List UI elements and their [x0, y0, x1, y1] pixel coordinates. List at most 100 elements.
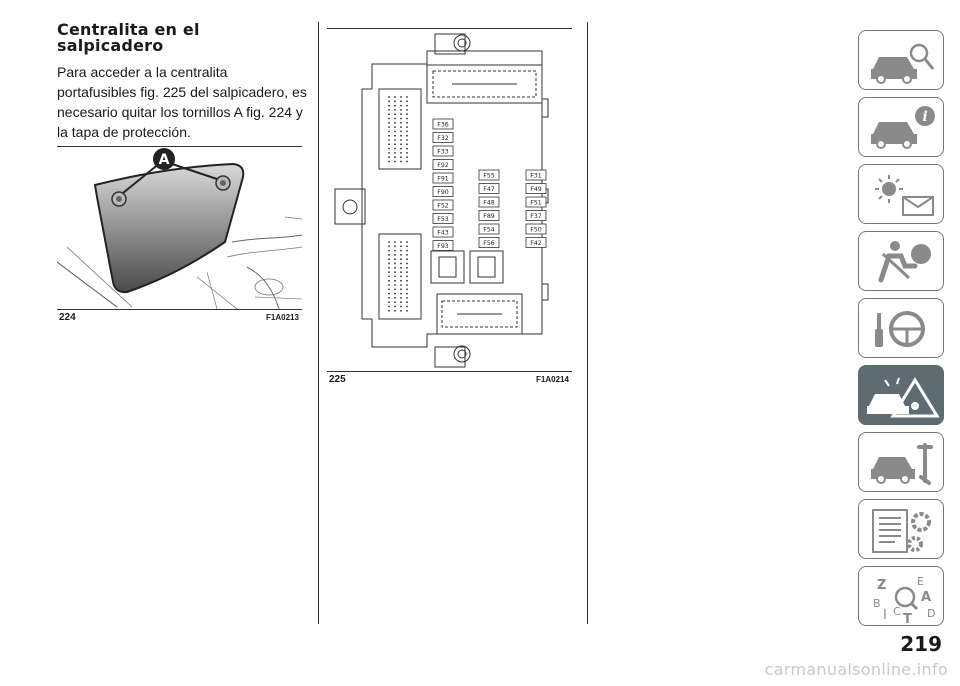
connector-pin — [394, 126, 396, 128]
fuse: F51 — [525, 196, 547, 208]
connector-pin — [406, 139, 408, 141]
fuse: F52 — [432, 199, 454, 211]
connector-pin — [388, 147, 390, 150]
fuse: F47 — [478, 183, 500, 194]
fuse-slot — [478, 196, 500, 208]
connector-pin — [406, 254, 408, 256]
column-divider-left — [318, 22, 319, 624]
connector-pin — [406, 130, 408, 133]
steering-start-icon — [875, 311, 925, 347]
connector-pin — [388, 258, 390, 261]
connector-pin — [400, 254, 402, 256]
section-body-text: Para acceder a la centralita portafusibl… — [57, 64, 307, 140]
connector-pin — [400, 130, 402, 133]
connector-pin — [400, 262, 402, 265]
svg-text:D: D — [927, 607, 935, 620]
connector-pin — [400, 134, 402, 137]
connector-pin — [388, 126, 390, 128]
figure-224-number: 224 — [59, 312, 76, 323]
connector-pin — [394, 113, 396, 116]
chapter-tab-lights-signals[interactable] — [858, 164, 944, 224]
connector-pin — [388, 152, 390, 154]
fuse-label: F54 — [483, 227, 494, 234]
connector-pin — [388, 309, 390, 312]
connector-pin — [394, 100, 396, 103]
connector-pin — [406, 275, 408, 278]
connector-pin — [400, 297, 402, 299]
svg-text:E: E — [917, 575, 924, 588]
connector-pin — [400, 292, 402, 295]
fuse-slot — [525, 183, 547, 194]
connector-pin — [394, 309, 396, 312]
connector-pin — [394, 258, 396, 261]
svg-text:i: i — [922, 109, 927, 125]
connector-pin — [394, 160, 396, 163]
chapter-tab-car-maintenance[interactable] — [858, 432, 944, 492]
connector-pin — [406, 258, 408, 261]
connector-pin — [406, 262, 408, 265]
chapter-tab-car-info[interactable]: i — [858, 97, 944, 157]
lights-signals-icon — [875, 175, 934, 216]
connector-pin — [388, 139, 390, 141]
connector-pin — [388, 266, 390, 269]
connector-pin — [394, 156, 396, 159]
car-maintenance-icon — [871, 443, 933, 485]
connector-pin — [388, 160, 390, 163]
connector-pin — [406, 121, 408, 124]
airbag-safety-icon — [878, 241, 931, 283]
figure-224-bottom-rule — [57, 309, 302, 310]
connector-pin — [388, 96, 390, 98]
connector-pin — [400, 284, 402, 286]
chapter-tab-steering-start[interactable] — [858, 298, 944, 358]
connector-pin — [400, 288, 402, 291]
chapter-tab-emergency-warning[interactable] — [858, 365, 944, 425]
connector-pin — [406, 288, 408, 291]
figure-224-illustration: A — [56, 147, 303, 310]
connector-pin — [406, 147, 408, 150]
connector-pin — [388, 288, 390, 291]
connector-pin — [394, 305, 396, 308]
svg-text:C: C — [893, 605, 901, 618]
chapter-tab-car-dashboard[interactable] — [858, 30, 944, 90]
svg-text:Z: Z — [877, 578, 886, 593]
connector-pin — [406, 152, 408, 154]
connector-pin — [388, 134, 390, 137]
connector-pin — [394, 152, 396, 154]
fuse: F56 — [478, 237, 500, 248]
fuse-label: F52 — [437, 203, 448, 210]
connector-pin — [400, 160, 402, 163]
connector-pin — [388, 113, 390, 116]
fuse-label: F55 — [483, 173, 494, 180]
fuse-slot — [478, 169, 500, 181]
connector-pin — [388, 292, 390, 295]
connector-pin — [400, 96, 402, 98]
connector-pin — [388, 156, 390, 159]
figure-225-code: F1A0214 — [536, 375, 569, 384]
chapter-tab-technical-data[interactable] — [858, 499, 944, 559]
fuse-label: F42 — [530, 240, 541, 247]
fuse: F50 — [525, 223, 547, 235]
connector-pin — [406, 104, 408, 107]
chapter-tab-airbag-safety[interactable] — [858, 231, 944, 291]
svg-text:T: T — [903, 612, 912, 627]
connector-pin — [388, 279, 390, 282]
connector-pin — [388, 121, 390, 124]
fuse-label: F32 — [437, 135, 448, 142]
connector-pin — [388, 284, 390, 286]
connector-pin — [388, 249, 390, 252]
fuse-slot — [478, 223, 500, 235]
fuse-slot — [525, 210, 547, 221]
fuse-slot — [478, 237, 500, 248]
figure-224-top-rule — [57, 146, 302, 147]
connector-pin — [394, 121, 396, 124]
fuse-label: F90 — [437, 189, 448, 196]
fuse-slot — [432, 213, 454, 224]
fuse: F54 — [478, 223, 500, 235]
connector-pin — [388, 297, 390, 299]
connector-pin — [400, 249, 402, 252]
fuse: F43 — [432, 226, 454, 238]
connector-pin — [406, 301, 408, 304]
connector-pin — [400, 245, 402, 248]
